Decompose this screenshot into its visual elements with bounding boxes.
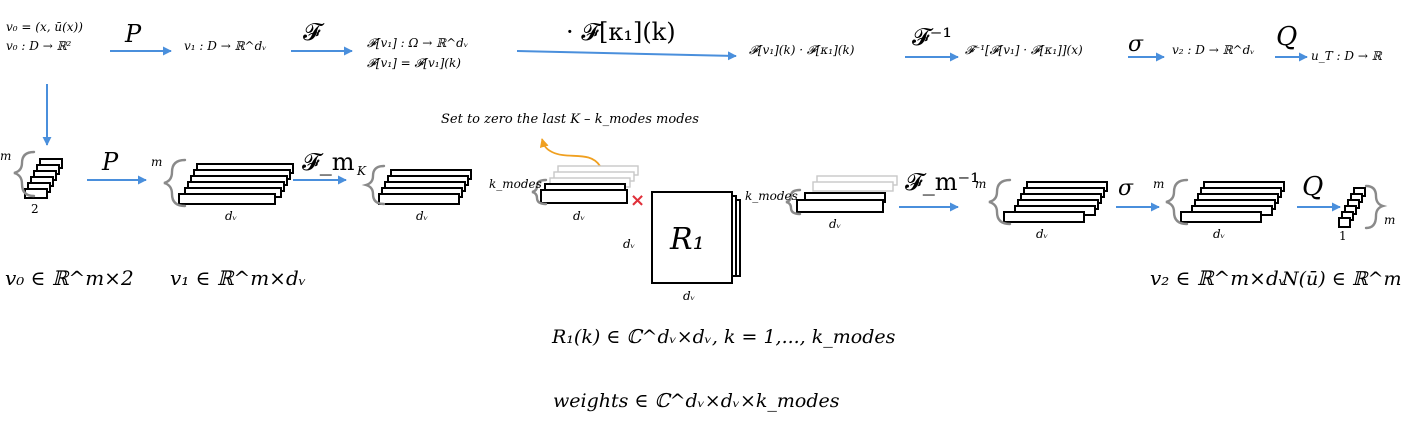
caption-v1-space: v₁ ∈ ℝ^m×dᵥ xyxy=(170,266,307,290)
label-m-5: m xyxy=(1384,213,1396,227)
caption-v2-space: v₂ ∈ ℝ^m×dᵥ xyxy=(1150,266,1287,290)
ut-definition: u_T : D → ℝ xyxy=(1311,49,1382,63)
label-1: 1 xyxy=(1339,229,1347,243)
stack-K xyxy=(378,169,472,205)
annotation-arrow xyxy=(539,138,601,167)
v0-definition: v₀ = (x, ū(x)) xyxy=(6,20,83,34)
op-q-top: Q xyxy=(1276,22,1298,52)
brace-kmodes-1 xyxy=(531,178,548,206)
v2-definition: v₂ : D → ℝ^dᵥ xyxy=(1172,43,1255,57)
stack-v1 xyxy=(178,163,294,205)
caption-weights-space: weights ∈ ℂ^dᵥ×dᵥ×k_modes xyxy=(553,390,840,412)
caption-v0-space: v₀ ∈ ℝ^m×2 xyxy=(5,266,134,290)
inverse-transform: 𝓕⁻¹[𝓕[v₁] · 𝓕[κ₁]](x) xyxy=(965,43,1083,57)
r1-label: R₁ xyxy=(670,222,705,257)
fv1-definition: 𝓕[v₁] : Ω → ℝ^dᵥ xyxy=(367,36,469,50)
label-2: 2 xyxy=(31,202,39,216)
brace-m-1 xyxy=(13,150,36,198)
r1-side-dv: dᵥ xyxy=(623,237,636,251)
op-p-top: P xyxy=(125,20,142,48)
v1-definition: v₁ : D → ℝ^dᵥ xyxy=(184,39,267,53)
v0-domain: v₀ : D → ℝ² xyxy=(6,39,72,53)
label-kmodes-1: k_modes xyxy=(489,177,542,191)
op-p-bottom: P xyxy=(102,148,119,176)
label-K: K xyxy=(357,164,366,178)
stack-v2 xyxy=(1180,181,1285,223)
stack-truncated xyxy=(540,165,639,204)
brace-K xyxy=(361,164,386,206)
op-sigma-bottom: σ xyxy=(1118,176,1134,201)
label-kmodes-2: k_modes xyxy=(745,189,798,203)
label-dv-3: dᵥ xyxy=(573,209,586,223)
op-sigma-top: σ xyxy=(1128,32,1144,57)
label-m-1: m xyxy=(0,149,12,163)
stack-v0 xyxy=(24,158,63,199)
stack-after-finv xyxy=(1003,181,1108,223)
brace-m-4 xyxy=(1165,178,1189,226)
op-multiply: · 𝓕[κ₁](k) xyxy=(566,18,676,46)
weight-tensor-R1 xyxy=(651,191,741,284)
op-finv-top: 𝓕⁻¹ xyxy=(912,23,953,51)
op-f-top: 𝓕 xyxy=(303,18,321,46)
label-m-2: m xyxy=(151,155,163,169)
label-dv-4: dᵥ xyxy=(829,217,842,231)
caption-r1-space: R₁(k) ∈ ℂ^dᵥ×dᵥ, k = 1,..., k_modes xyxy=(552,326,896,348)
brace-m-2 xyxy=(163,158,187,208)
op-fminv: 𝓕_m⁻¹ xyxy=(905,168,980,196)
label-dv-6: dᵥ xyxy=(1213,227,1226,241)
label-dv-5: dᵥ xyxy=(1036,227,1049,241)
label-dv-1: dᵥ xyxy=(225,209,238,223)
label-m-3: m xyxy=(975,177,987,191)
brace-m-5 xyxy=(1364,184,1388,230)
label-dv-2: dᵥ xyxy=(416,209,429,223)
spectral-product: 𝓕[v₁](k) · 𝓕[κ₁](k) xyxy=(749,43,855,57)
op-q-bottom: Q xyxy=(1302,172,1324,202)
stack-output xyxy=(1338,187,1366,228)
fv1-equation: 𝓕[v₁] = 𝓕[v₁](k) xyxy=(367,56,461,70)
r1-bottom-dv: dᵥ xyxy=(683,289,696,303)
cross-icon: × xyxy=(630,190,645,211)
brace-kmodes-2 xyxy=(785,188,802,216)
truncation-annotation: Set to zero the last K – k_modes modes xyxy=(441,112,699,127)
caption-n-space: N(ū) ∈ ℝ^m xyxy=(1282,268,1402,290)
brace-m-3 xyxy=(988,178,1012,226)
label-m-4: m xyxy=(1153,177,1165,191)
stack-kmodes-out xyxy=(796,175,898,213)
arrow-mult-top xyxy=(516,50,737,61)
op-fm: 𝓕_m xyxy=(302,148,355,176)
